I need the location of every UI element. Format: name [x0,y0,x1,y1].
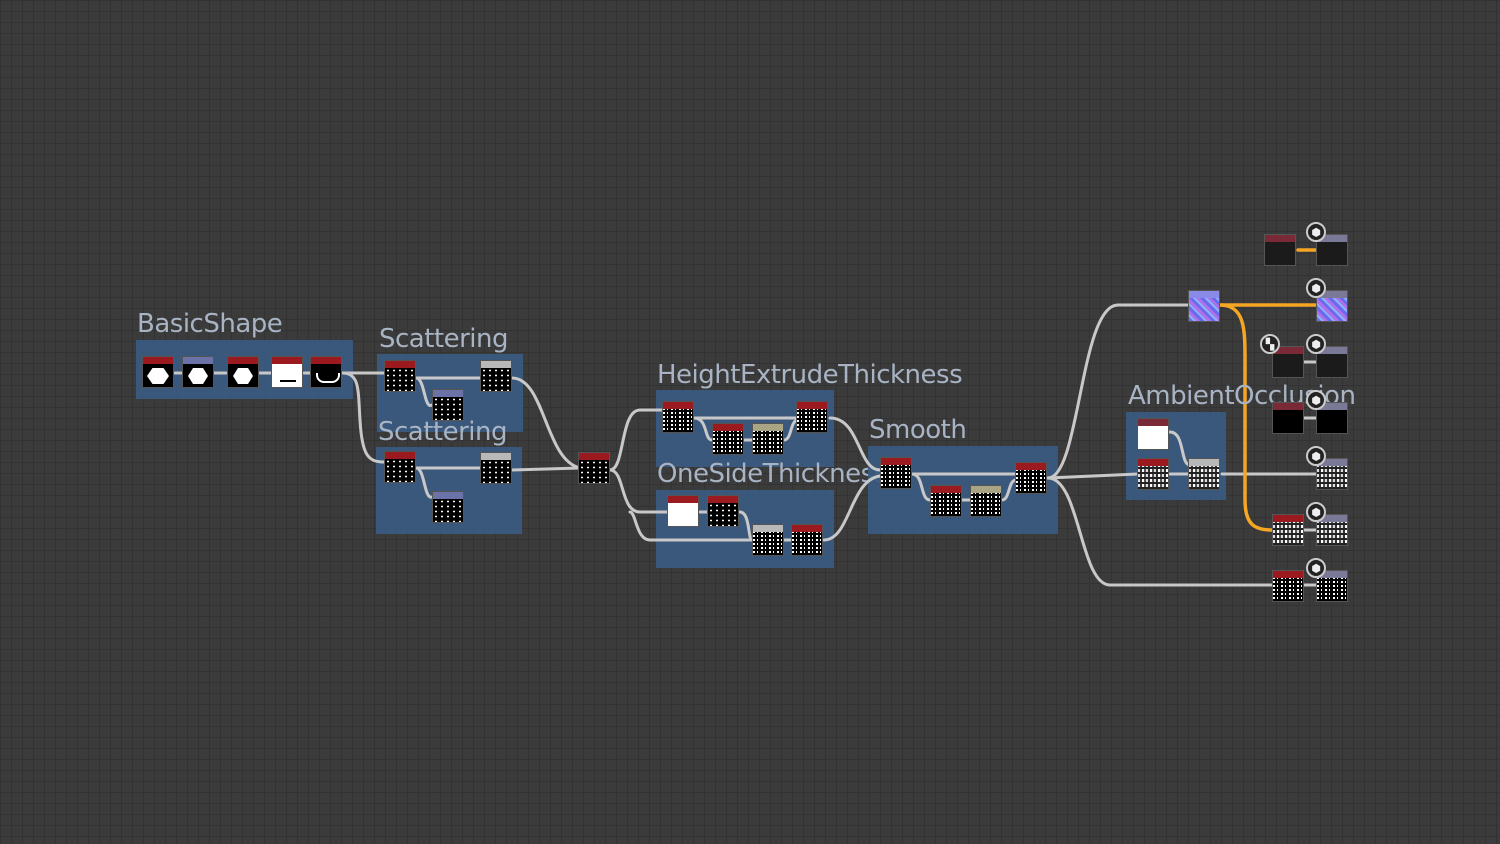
cube-icon: ⬢ [1306,558,1326,578]
node-tile-sampler[interactable] [384,360,416,392]
frame-title-onesidethickness: OneSideThickness [657,459,887,489]
node-height-levels[interactable] [1272,514,1304,546]
node-blur[interactable] [930,485,962,517]
node-levels[interactable] [796,401,828,433]
node-blend[interactable] [752,524,784,556]
frame-title-scattering-1: Scattering [379,324,509,354]
node-ambient-occlusion[interactable] [1137,458,1169,490]
node-shape-blur[interactable] [227,356,259,388]
output-height[interactable] [1316,514,1348,546]
node-blend[interactable] [480,360,512,392]
cube-icon: ⬢ [1306,446,1326,466]
node-blend[interactable] [752,423,784,455]
frame-title-heightextrude: HeightExtrudeThickness [657,360,963,390]
node-blend[interactable] [480,452,512,484]
node-blur[interactable] [712,423,744,455]
node-transform[interactable] [432,389,464,421]
frame-title-scattering-2: Scattering [378,417,508,447]
node-metallic-uniform[interactable] [1272,402,1304,434]
node-uniform-color[interactable] [1137,418,1169,450]
cube-icon: ⬢ [1306,278,1326,298]
node-roughness-uniform[interactable] [1272,346,1304,378]
node-transform[interactable] [182,356,214,388]
node-shape[interactable] [142,356,174,388]
node-levels[interactable] [791,524,823,556]
node-blend-merge[interactable] [578,452,610,484]
output-roughness[interactable] [1316,346,1348,378]
cube-icon: ⬢ [1306,222,1326,242]
node-basecolor-uniform[interactable] [1264,234,1296,266]
node-blend[interactable] [1188,458,1220,490]
cube-icon: ⬢ [1306,502,1326,522]
node-blend[interactable] [970,485,1002,517]
output-normal[interactable] [1316,290,1348,322]
node-blur-hq[interactable] [880,457,912,489]
node-distance[interactable] [667,495,699,527]
frame-title-basicshape: BasicShape [137,309,283,339]
node-height-extrude[interactable] [662,401,694,433]
node-opacity-levels[interactable] [1272,570,1304,602]
output-opacity[interactable] [1316,570,1348,602]
node-transform[interactable] [432,491,464,523]
frame-title-smooth: Smooth [869,415,967,445]
node-normal[interactable] [1188,290,1220,322]
node-levels[interactable] [1015,462,1047,494]
cube-icon: ⬢ [1306,334,1326,354]
node-levels[interactable] [271,356,303,388]
node-invert[interactable] [707,495,739,527]
cube-icon: ⬢ [1306,390,1326,410]
node-edge-detect[interactable] [310,356,342,388]
checker-icon: ▚ [1260,334,1280,354]
node-tile-sampler[interactable] [384,451,416,483]
